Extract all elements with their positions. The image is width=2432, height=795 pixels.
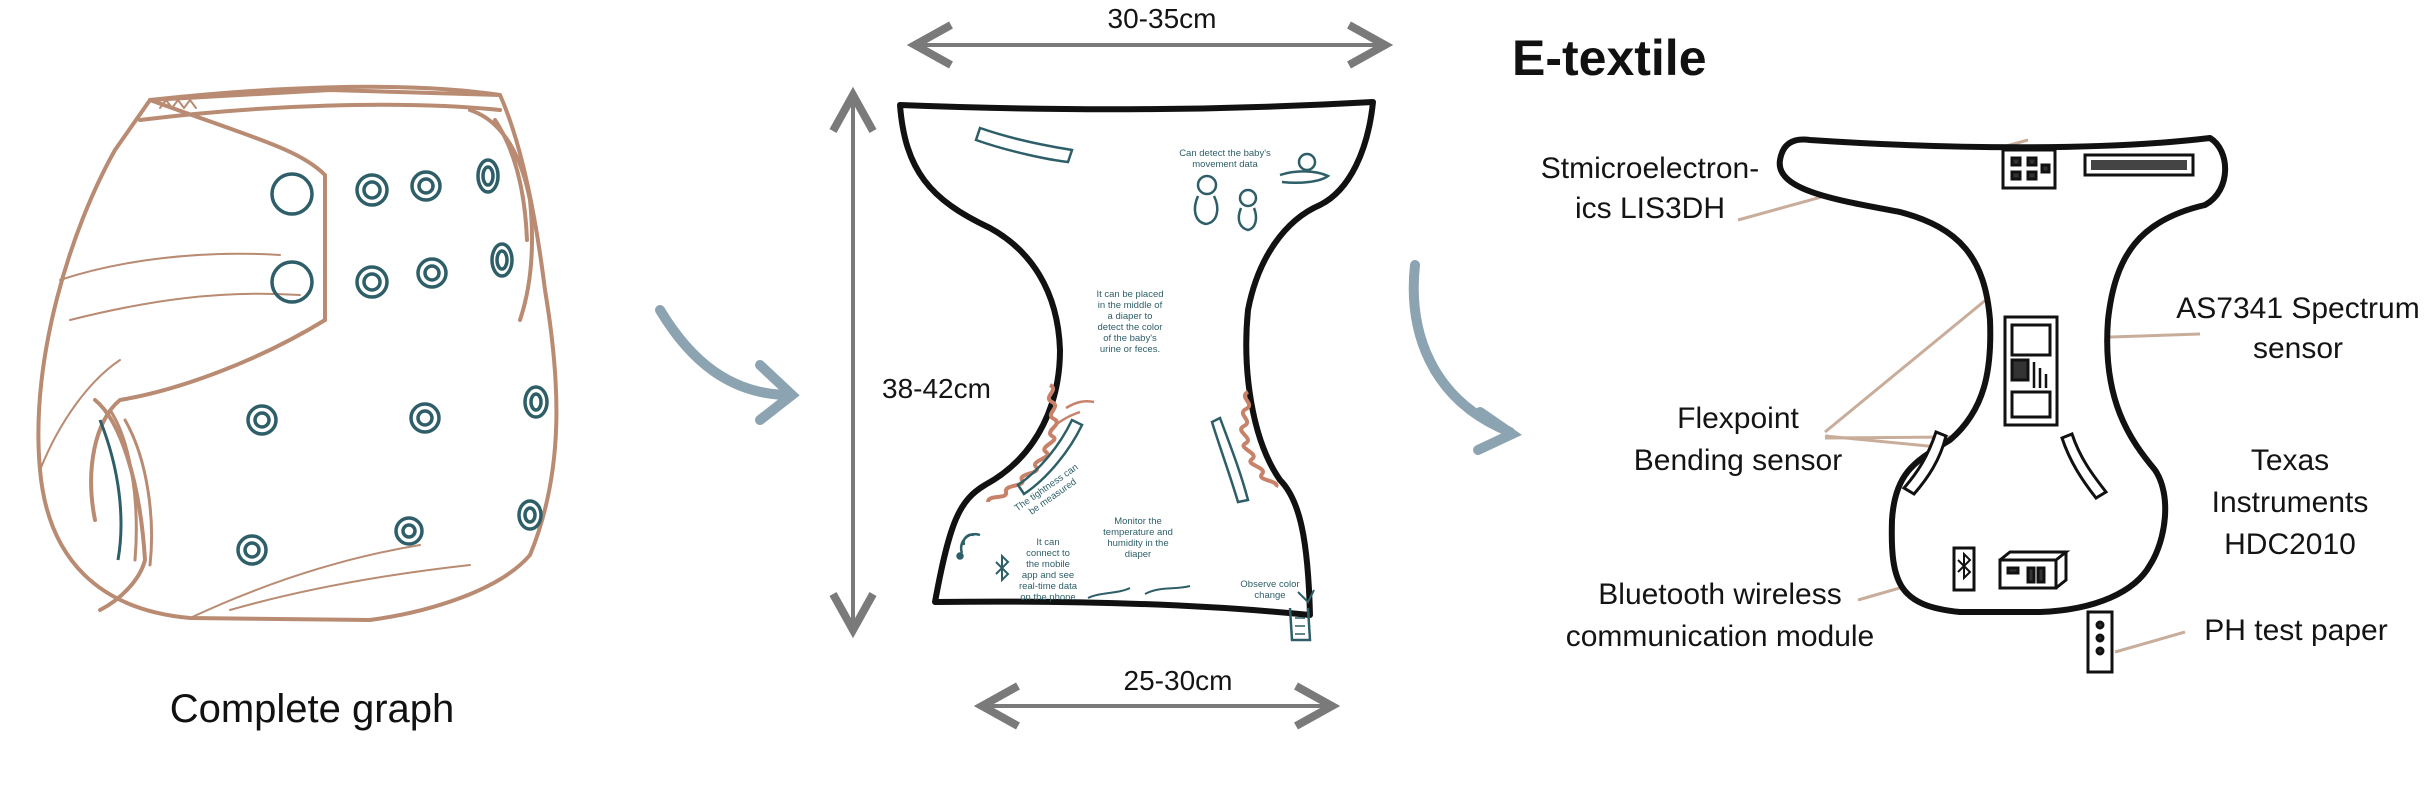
temperature-humidity-note-line: Monitor the: [1114, 516, 1162, 527]
temperature-humidity-note-line: humidity in the: [1107, 538, 1168, 549]
leg-elastic-gathers: [986, 383, 1279, 503]
spectrum-sensor-label: AS7341 Spectrum sensor: [2176, 292, 2419, 365]
bluetooth-module-label: Bluetooth wireless communication module: [1566, 578, 1874, 653]
bluetooth-module-label-line: communication module: [1566, 620, 1874, 653]
snap-button-icon: [394, 516, 424, 546]
hdc2010-label-line: Texas: [2251, 444, 2329, 477]
cuff-accent-line: [98, 419, 123, 561]
movement-note-line: Can detect the baby's: [1179, 148, 1271, 159]
urine-color-note-line: in the middle of: [1098, 300, 1163, 311]
app-connection-note-line: app and see: [1022, 570, 1074, 581]
app-connection-note-line: connect to: [1026, 548, 1070, 559]
movement-note-line: movement data: [1192, 159, 1258, 170]
bending-sensor-left-icon: [1901, 430, 1948, 496]
snap-button-icon: [416, 257, 448, 289]
app-connection-note-line: real-time data: [1019, 581, 1078, 592]
snap-button-icon: [355, 173, 389, 207]
snap-button-icon: [476, 158, 500, 194]
flow-arrow-2-icon: [1408, 260, 1523, 455]
urine-color-note-line: It can be placed: [1096, 289, 1163, 300]
accelerometer-label-line: Stmicroelectron-: [1541, 152, 1759, 185]
accelerometer-chip-icon: [2001, 148, 2057, 190]
width-bottom-label: 25-30cm: [1124, 665, 1233, 696]
bending-sensor-label-line: Bending sensor: [1634, 444, 1842, 477]
snap-button-icon: [270, 172, 314, 216]
urine-color-note-line: detect the color: [1098, 322, 1163, 333]
ph-test-paper-icon: [2086, 610, 2114, 674]
e-textile-title: E-textile: [1512, 30, 1707, 86]
snap-button-icon: [517, 499, 543, 531]
bending-sensor-label-line: Flexpoint: [1677, 402, 1799, 435]
wireless-icon: [956, 532, 1010, 583]
accelerometer-label: Stmicroelectron-ics LIS3DH: [1541, 152, 1759, 225]
height-label: 38-42cm: [882, 373, 991, 404]
baby-movement-icon: [1193, 152, 1331, 232]
snap-button-icon: [410, 170, 442, 202]
snap-button-icon: [236, 534, 268, 566]
complete-graph-caption: Complete graph: [170, 687, 455, 731]
hdc2010-sensor-icon: [1998, 550, 2071, 590]
snap-button-icon: [409, 402, 441, 434]
bluetooth-module-label-line: Bluetooth wireless: [1598, 578, 1841, 611]
e-textile-components: [1901, 148, 2195, 674]
urine-color-note-line: of the baby's: [1103, 333, 1157, 344]
bluetooth-module-icon: [1952, 546, 1976, 592]
snap-button-icon: [270, 260, 314, 304]
snap-button-icon: [246, 404, 278, 436]
app-connection-note-line: It can: [1036, 537, 1059, 548]
ph-test-paper-label-line: PH test paper: [2204, 614, 2387, 647]
complete-diaper-illustration: [36, 84, 559, 622]
e-textile-diaper-outline: [1776, 135, 2229, 615]
accelerometer-label-line: ics LIS3DH: [1575, 192, 1725, 225]
urine-color-note-line: urine or feces.: [1100, 344, 1160, 355]
color-change-note-line: change: [1254, 590, 1285, 601]
hdc2010-label-line: HDC2010: [2224, 528, 2356, 561]
ph-test-paper-label: PH test paper: [2204, 614, 2387, 647]
spectrum-sensor-label-line: sensor: [2253, 332, 2343, 365]
urine-color-note-line: a diaper to: [1108, 311, 1153, 322]
spectrum-sensor-label-line: AS7341 Spectrum: [2176, 292, 2419, 325]
width-top-label: 30-35cm: [1108, 3, 1217, 34]
color-change-note-line: Observe color: [1240, 579, 1299, 590]
snap-button-icon: [523, 385, 549, 419]
app-connection-note-line: on the phone: [1020, 592, 1075, 603]
hdc2010-label-line: Instruments: [2212, 486, 2369, 519]
snap-button-icon: [490, 242, 514, 278]
spectrum-sensor-board-icon: [2003, 315, 2059, 427]
snap-button-icon: [355, 265, 389, 299]
flow-arrow-1-icon: [655, 305, 800, 425]
app-connection-note-line: the mobile: [1026, 559, 1070, 570]
temperature-humidity-note-line: diaper: [1125, 549, 1151, 560]
pressure-strip-fill: [2091, 160, 2187, 170]
temperature-humidity-note-line: temperature and: [1103, 527, 1173, 538]
snap-buttons: [236, 158, 549, 566]
bending-sensor-right-icon: [2060, 432, 2109, 500]
flat-diaper-sensor-sketches: [956, 126, 1331, 642]
